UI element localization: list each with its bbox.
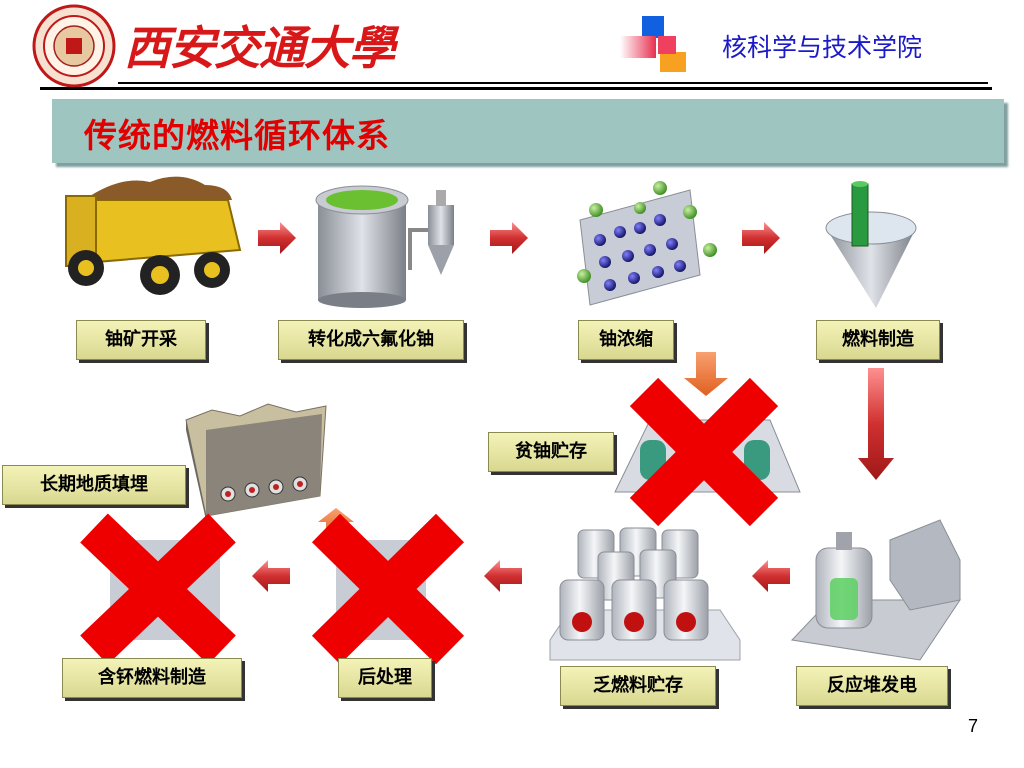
slide-title: 传统的燃料循环体系 — [84, 116, 390, 155]
truck-icon — [65, 176, 242, 295]
decorative-squares-icon — [620, 16, 690, 76]
label-mining: 铀矿开采 — [76, 320, 206, 360]
university-seal-icon — [32, 4, 116, 88]
geologic-repository-icon — [185, 403, 327, 520]
label-conversion: 转化成六氟化铀 — [278, 320, 464, 360]
school-name: 核科学与技术学院 — [722, 33, 923, 62]
flow-arrow-icon — [252, 222, 894, 592]
label-reprocessing: 后处理 — [338, 658, 432, 698]
cross-mark-icon — [80, 513, 236, 665]
label-reactor: 反应堆发电 — [796, 666, 948, 706]
label-mox-fabrication: 含钚燃料制造 — [62, 658, 242, 698]
university-name: 西安交通大學 — [124, 21, 395, 75]
reactor-icon — [790, 519, 961, 661]
page-number: 7 — [967, 716, 978, 736]
cross-mark-icon — [629, 377, 779, 527]
enrichment-molecules-icon — [577, 181, 717, 306]
label-enrichment: 铀浓缩 — [578, 320, 674, 360]
label-fabrication: 燃料制造 — [816, 320, 940, 360]
label-spent-fuel-storage: 乏燃料贮存 — [560, 666, 716, 706]
header-rule — [118, 82, 988, 84]
label-geologic-disposal: 长期地质填埋 — [2, 465, 186, 505]
label-depleted-storage: 贫铀贮存 — [488, 432, 614, 472]
title-band: 传统的燃料循环体系 — [52, 99, 1004, 163]
header-rule-thick — [40, 87, 992, 90]
cross-mark-icon — [311, 513, 465, 665]
fuel-assembly-icon — [825, 181, 917, 308]
spent-fuel-casks-icon — [549, 527, 741, 661]
conversion-tank-icon — [315, 185, 454, 308]
